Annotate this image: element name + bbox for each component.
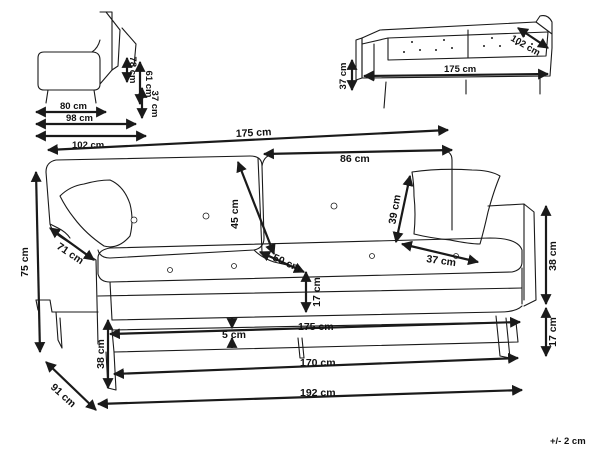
seat-thickness-label: 17 cm [311, 277, 323, 307]
right-leg-height-label: 17 cm [547, 317, 559, 347]
back-cushion-label: 86 cm [340, 153, 370, 165]
inner-width-label: 170 cm [300, 357, 336, 369]
pillow-height-label: 39 cm [387, 194, 404, 225]
side-seat-height-label: 37 cm [149, 91, 160, 118]
side-depth-seat-label: 80 cm [60, 101, 87, 112]
bed-depth-label: 102 cm [509, 33, 542, 59]
total-width-label: 192 cm [300, 387, 336, 399]
side-depth-mid-label: 98 cm [66, 113, 93, 124]
bed-length-label: 175 cm [444, 64, 476, 75]
front-seat-height-label: 38 cm [95, 339, 107, 369]
total-depth-label: 91 cm [48, 381, 78, 410]
right-arm-height-label: 38 cm [547, 241, 559, 271]
side-view-dimensions: 78 cm 61 cm 37 cm 80 cm 98 cm 102 cm [34, 57, 160, 151]
bed-height-label: 37 cm [338, 63, 349, 90]
side-back-height-label: 61 cm [143, 71, 154, 98]
seat-depth-label: 50 cm [271, 252, 303, 275]
tolerance-note: +/- 2 cm [550, 436, 586, 447]
back-height-label: 45 cm [229, 199, 241, 229]
side-total-height-label: 78 cm [127, 57, 138, 84]
seat-width-label: 175 cm [298, 321, 334, 333]
main-sofa-dimensions: 175 cm 86 cm 45 cm 39 cm 37 cm 71 cm 75 … [19, 125, 559, 411]
top-width-label: 175 cm [236, 126, 272, 140]
pillow-width-label: 37 cm [426, 253, 457, 269]
armrest-label: 71 cm [54, 241, 85, 268]
side-view-drawing [37, 11, 137, 104]
bed-view-drawing [355, 15, 553, 109]
total-height-label: 75 cm [19, 247, 31, 277]
main-sofa-drawing [35, 149, 537, 391]
